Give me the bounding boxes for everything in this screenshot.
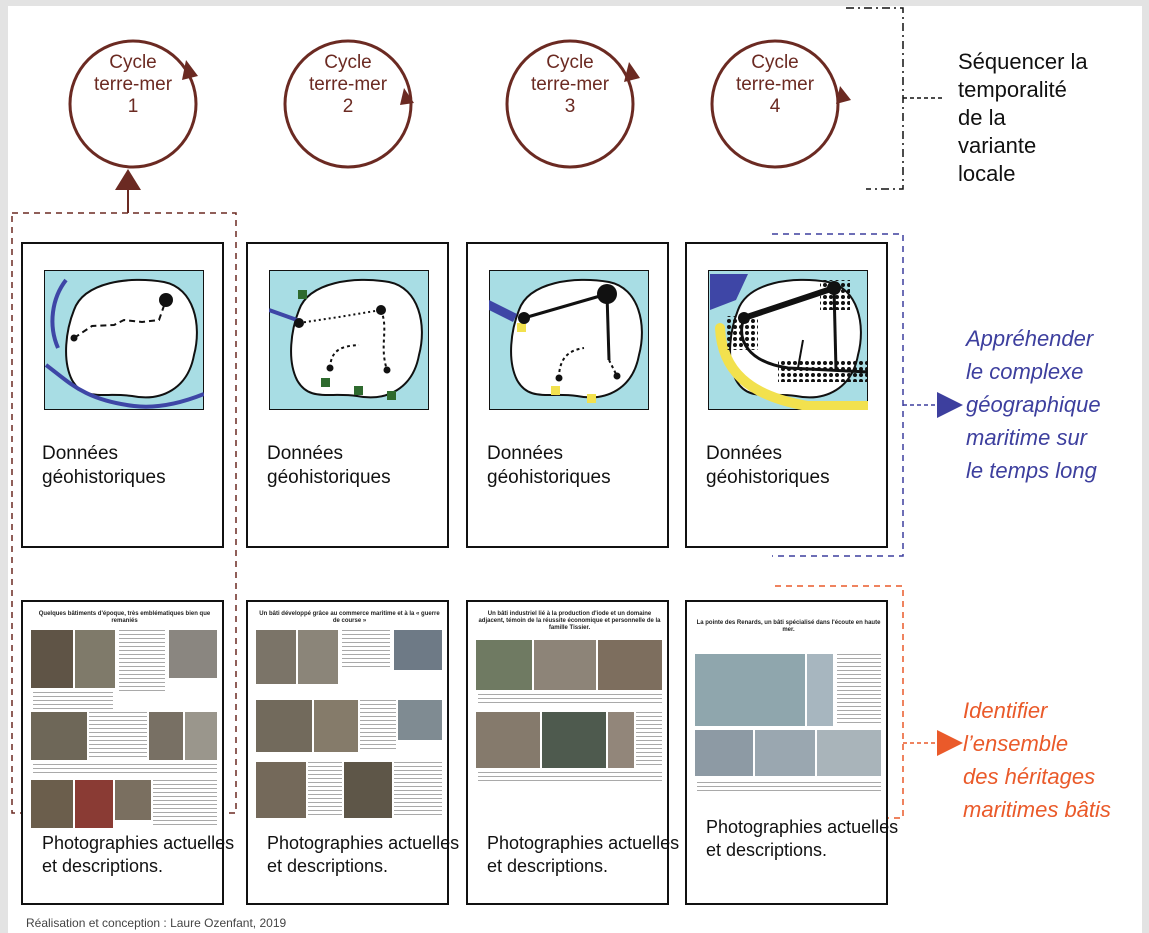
photo: [476, 640, 532, 690]
photo: [598, 640, 662, 690]
photo-card-2: Un bâti développé grâce au commerce mari…: [246, 600, 459, 905]
apprehend-label: Appréhender le complexe géographique mar…: [966, 326, 1101, 483]
cycle-circle-3: [505, 39, 640, 169]
description-text: [636, 712, 662, 768]
geohistoric-map-1: [44, 270, 204, 410]
photo: [755, 730, 815, 776]
description-text: [119, 630, 165, 692]
description-text: [342, 630, 390, 670]
photo-card-4: La pointe des Renards, un bâti spécialis…: [685, 600, 898, 905]
photo: [256, 630, 296, 684]
description-text: [360, 700, 396, 752]
photo: [817, 730, 881, 776]
photo: [256, 762, 306, 818]
description-text: [89, 712, 147, 760]
photo: [185, 712, 217, 760]
geohistoric-map-2: [269, 270, 429, 410]
photo: [149, 712, 183, 760]
cycle-circle-1: [68, 39, 198, 169]
photo: [394, 630, 442, 670]
photo-card-heading: Un bâti industriel lié à la production d…: [478, 611, 661, 631]
photo: [169, 630, 217, 678]
geohistoric-map-4: [708, 270, 868, 410]
cycle-circle-4: [710, 39, 851, 169]
photo: [344, 762, 392, 818]
description-text: [153, 780, 217, 828]
photo: [476, 712, 540, 768]
photo-card-3: Un bâti industriel lié à la production d…: [466, 600, 679, 905]
photo: [534, 640, 596, 690]
photo: [542, 712, 606, 768]
photo: [807, 654, 833, 726]
photo: [695, 654, 805, 726]
photo: [75, 630, 115, 688]
photo: [115, 780, 151, 820]
description-text: [697, 782, 881, 792]
description-text: [478, 772, 662, 782]
credit-text: Réalisation et conception : Laure Ozenfa…: [26, 916, 287, 930]
description-text: [308, 762, 342, 818]
photo-card-1: Quelques bâtiments d'époque, très emblém…: [21, 600, 234, 905]
photo: [256, 700, 312, 752]
description-text: [33, 692, 113, 710]
photo: [31, 780, 73, 828]
photo: [31, 712, 87, 760]
photo: [608, 712, 634, 768]
description-text: [478, 694, 662, 704]
photo: [398, 700, 442, 740]
description-text: [837, 654, 881, 726]
sequence-label: Séquencer la temporalité de la variante …: [958, 49, 1088, 186]
photo: [314, 700, 358, 752]
photo-card-heading: Quelques bâtiments d'époque, très emblém…: [38, 611, 211, 624]
cycle-circle-2: [283, 39, 414, 169]
photo: [695, 730, 753, 776]
photo-card-heading: Un bâti développé grâce au commerce mari…: [259, 611, 440, 624]
geohistoric-map-3: [489, 270, 649, 410]
identify-label: Identifier l’ensemble des héritages mari…: [963, 698, 1111, 822]
photo: [298, 630, 338, 684]
photo: [75, 780, 113, 828]
description-text: [33, 764, 217, 776]
description-text: [394, 762, 442, 818]
photo: [31, 630, 73, 688]
photo-card-heading: La pointe des Renards, un bâti spécialis…: [696, 620, 881, 633]
